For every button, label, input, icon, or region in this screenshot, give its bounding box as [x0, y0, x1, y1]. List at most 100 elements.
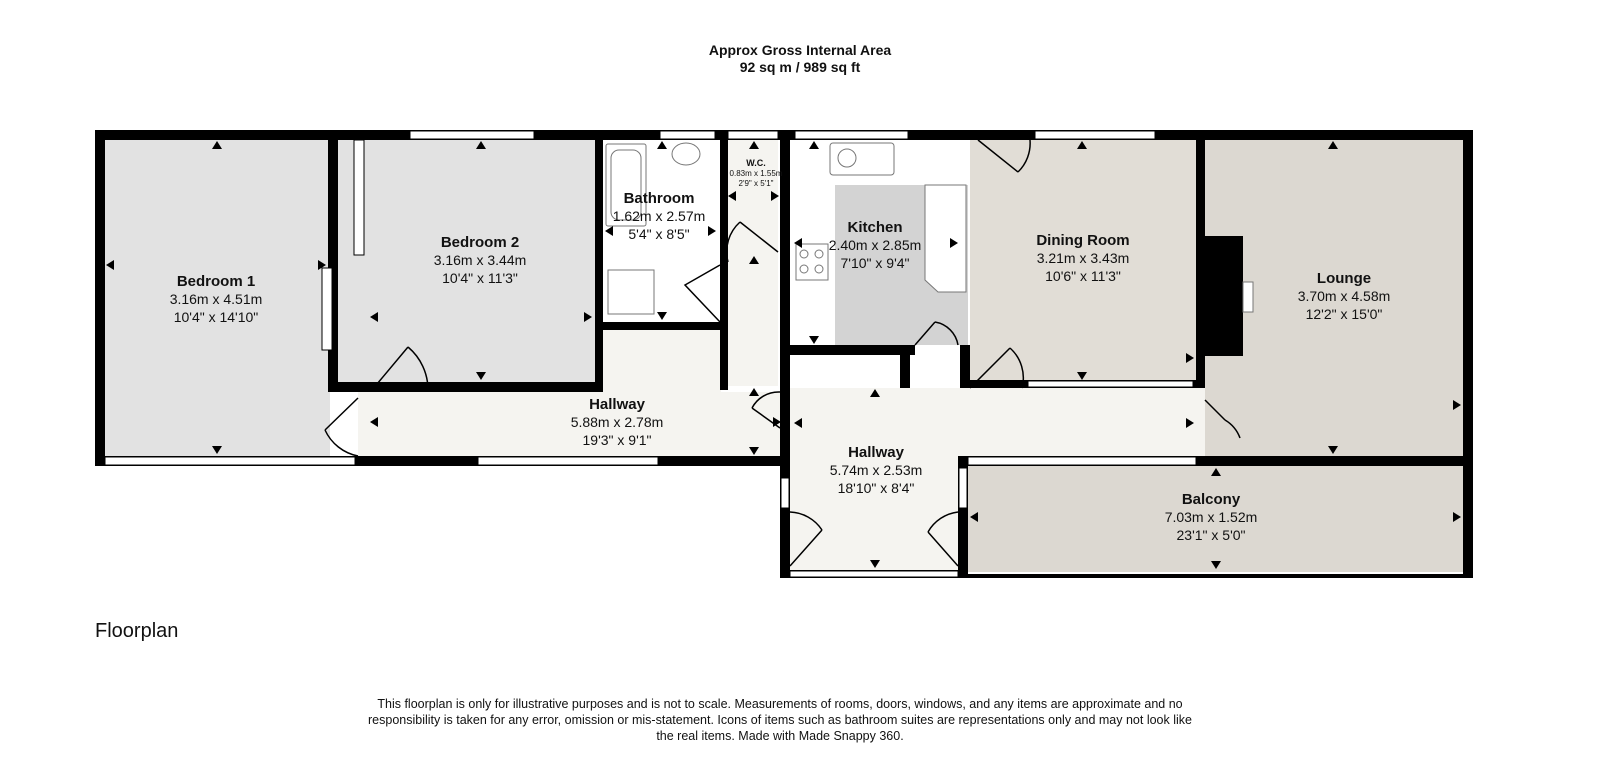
wall-bath-bottom	[595, 322, 728, 330]
arrow	[370, 417, 378, 427]
fixtures	[605, 142, 1254, 315]
balcony-metric: 7.03m x 1.52m	[1165, 509, 1258, 525]
kitchen-worktop	[924, 184, 967, 293]
cabinet	[607, 269, 655, 315]
wall-hallway2-left	[780, 456, 790, 578]
hallway1-metric: 5.88m x 2.78m	[571, 414, 664, 430]
area-title: Approx Gross Internal Area	[708, 42, 892, 58]
balcony-name: Balcony	[1182, 491, 1241, 508]
balcony-imperial: 23'1" x 5'0"	[1177, 527, 1246, 543]
hallway1-name: Hallway	[589, 396, 646, 413]
arrow	[1453, 512, 1461, 522]
bath-inner	[610, 149, 642, 221]
bedroom1-imperial: 10'4" x 14'10"	[174, 309, 259, 325]
arrow	[657, 312, 667, 320]
arrow	[106, 260, 114, 270]
wardrobe-door-bed1	[321, 267, 333, 351]
chimney-breast	[1205, 236, 1243, 356]
wall-bath-wc	[720, 140, 728, 390]
outer-wall-right	[1463, 130, 1473, 578]
window-dining-top	[1034, 130, 1156, 140]
dining-metric: 3.21m x 3.43m	[1037, 250, 1130, 266]
arrow	[749, 256, 759, 264]
arrow	[1077, 372, 1087, 380]
bathroom-imperial: 5'4" x 8'5"	[628, 226, 689, 242]
hallway2-name: Hallway	[848, 444, 905, 461]
outer-wall-left	[95, 130, 105, 466]
dining-imperial: 10'6" x 11'3"	[1045, 268, 1121, 284]
arrow	[476, 141, 486, 149]
window-dining-bottom	[1027, 380, 1194, 388]
kitchen-name: Kitchen	[847, 219, 902, 236]
door-bedroom2	[371, 346, 429, 391]
disclaimer-text: This floorplan is only for illustrative …	[368, 697, 1192, 743]
arrow	[657, 141, 667, 149]
room-labels: Bedroom 1 3.16m x 4.51m 10'4" x 14'10" B…	[170, 158, 1391, 543]
bedroom2-imperial: 10'4" x 11'3"	[442, 270, 518, 286]
measurement-arrows	[106, 141, 1461, 569]
arrow	[809, 336, 819, 344]
door-lounge	[1204, 399, 1241, 439]
wall-hallway2-right	[958, 456, 968, 578]
window-bath-top	[659, 130, 716, 140]
dining-floor	[970, 140, 1196, 384]
kitchen-metric: 2.40m x 2.85m	[829, 237, 922, 253]
outer-wall-bottom-left	[95, 456, 790, 466]
door-dining	[969, 347, 1025, 389]
window-kitchen-top	[794, 130, 909, 140]
bedroom1-metric: 3.16m x 4.51m	[170, 291, 263, 307]
wall-dining-lounge	[1196, 130, 1205, 388]
arrow	[1211, 468, 1221, 476]
room-fills	[105, 140, 1464, 572]
arrow	[870, 389, 880, 397]
lounge-name: Lounge	[1317, 270, 1371, 287]
arrow	[1211, 561, 1221, 569]
arrow	[773, 417, 781, 427]
kitchen-imperial: 7'10" x 9'4"	[841, 255, 910, 271]
arrow	[1453, 400, 1461, 410]
arrow	[605, 226, 613, 236]
floorplan-label: Floorplan	[95, 620, 179, 642]
lounge-metric: 3.70m x 4.58m	[1298, 288, 1391, 304]
arrow	[809, 141, 819, 149]
bedroom2-name: Bedroom 2	[441, 234, 519, 251]
window-wc-top	[727, 130, 779, 140]
door-bedroom1	[324, 397, 359, 457]
balcony-floor	[968, 466, 1464, 572]
hallway1-imperial: 19'3" x 9'1"	[583, 432, 652, 448]
bedroom1-name: Bedroom 1	[177, 273, 255, 290]
window-bed1-bottom	[104, 456, 356, 466]
arrow	[771, 191, 779, 201]
door-dining-top	[977, 139, 1031, 173]
wall-bed2-bottom	[328, 382, 603, 392]
dining-name: Dining Room	[1036, 232, 1129, 249]
arrow	[212, 446, 222, 454]
hallway2-lower-floor	[790, 456, 960, 572]
arrow	[1328, 446, 1338, 454]
wc-name: W.C.	[746, 158, 766, 168]
door-hallway2-lower-left	[789, 511, 823, 567]
hob-ring-1	[799, 249, 809, 259]
sink-bowl	[837, 148, 857, 168]
wall-kitchen-bottom	[780, 345, 915, 355]
basin	[671, 142, 701, 166]
arrow	[370, 312, 378, 322]
hob-ring-4	[814, 264, 824, 274]
window-hallway2-right	[958, 467, 968, 509]
arrow	[584, 312, 592, 322]
wall-wc-kitchen	[780, 130, 790, 466]
window-hallway2-left	[780, 477, 790, 509]
arrow	[1186, 353, 1194, 363]
wall-kitchen-dining	[960, 345, 970, 388]
arrow	[749, 447, 759, 455]
bedroom1-floor	[105, 140, 330, 458]
arrow	[476, 372, 486, 380]
hob-ring-3	[799, 264, 809, 274]
hallway2-metric: 5.74m x 2.53m	[830, 462, 923, 478]
bedroom2-metric: 3.16m x 3.44m	[434, 252, 527, 268]
bedroom2-floor	[338, 140, 595, 384]
window-hallway2-bottom	[789, 570, 959, 578]
hallway1-inner-floor	[603, 330, 721, 392]
arrow	[870, 560, 880, 568]
